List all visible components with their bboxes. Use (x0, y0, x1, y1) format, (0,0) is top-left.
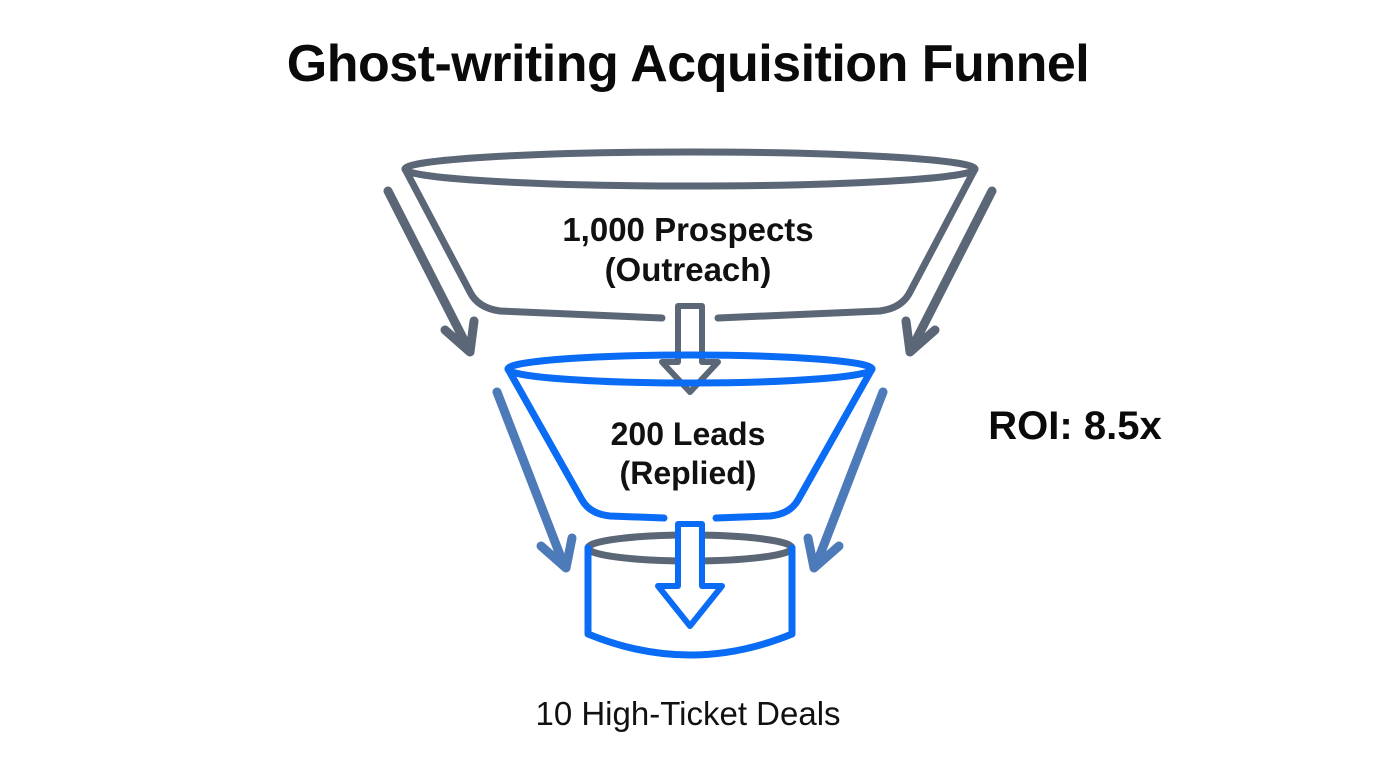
funnel-stage-top (401, 148, 979, 322)
funnel-stage-middle (504, 351, 876, 522)
top-to-middle-arrow (659, 303, 721, 395)
middle-inflow-right-arrow (803, 387, 888, 573)
stage-label-top: 1,000 Prospects (Outreach) (438, 210, 938, 291)
top-stage-rim (401, 148, 979, 190)
middle-stage-body-left (504, 365, 668, 522)
stage-middle-line2: (Replied) (619, 455, 757, 492)
stage-label-bottom: 10 High-Ticket Deals (535, 695, 841, 732)
middle-stage-body-right (712, 365, 876, 522)
roi-callout: ROI: 8.5x (988, 404, 1162, 448)
top-inflow-right-arrow (901, 186, 997, 357)
stage-top-line1: 1,000 Prospects (562, 211, 814, 248)
stage-top-line2: (Outreach) (604, 251, 772, 289)
middle-inflow-left-arrow (492, 387, 577, 573)
stage-label-middle: 200 Leads (Replied) (488, 415, 888, 493)
top-stage-body-right (714, 165, 979, 322)
top-stage-body (401, 165, 666, 322)
top-inflow-left-arrow (383, 186, 479, 357)
page-title: Ghost-writing Acquisition Funnel (286, 35, 1090, 93)
stage-middle-line1: 200 Leads (610, 416, 766, 452)
middle-to-bottom-arrow (655, 521, 725, 629)
bottom-stage-body (584, 544, 796, 659)
